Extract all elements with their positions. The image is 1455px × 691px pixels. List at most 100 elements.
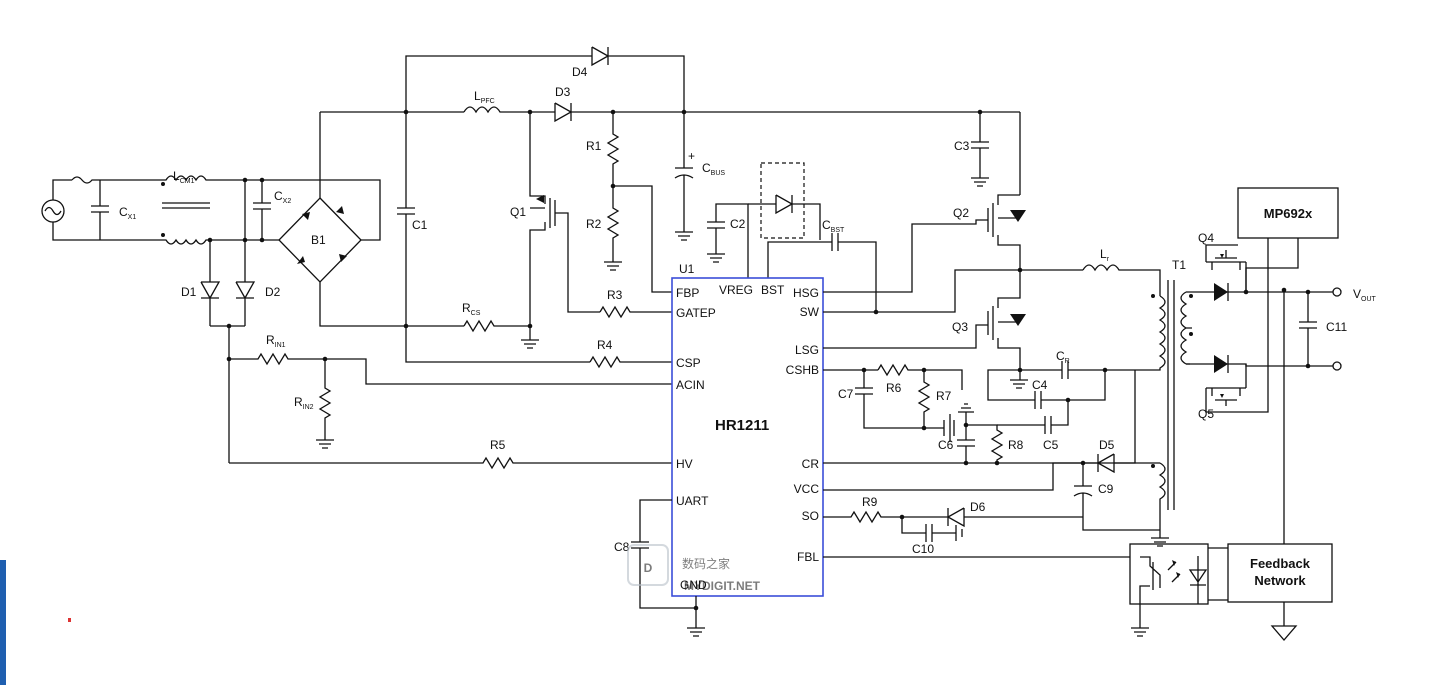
hr1211-ic: U1 HR1211 FBP GATEP CSP ACIN HV UART GND… <box>671 262 824 597</box>
r8-label: R8 <box>1008 438 1024 452</box>
mosfet-q5: Q5 <box>1186 238 1269 421</box>
pin-cr: CR <box>802 457 820 471</box>
capacitor-c11: C11 <box>1299 292 1347 366</box>
q5-label: Q5 <box>1198 407 1214 421</box>
watermark-cn: 数码之家 <box>682 556 730 571</box>
c4-label: C4 <box>1032 378 1048 392</box>
fuse <box>71 176 160 184</box>
diode-d1: D1 <box>181 240 221 326</box>
capacitor-c8: C8 <box>614 499 696 609</box>
feedback-line1: Feedback <box>1250 556 1311 571</box>
r6-label: R6 <box>886 381 902 395</box>
c11-label: C11 <box>1326 320 1347 334</box>
diode-d5: D5 <box>823 438 1160 491</box>
capacitor-c7: C7 <box>838 370 944 429</box>
q2-label: Q2 <box>953 206 969 220</box>
pin-vreg: VREG <box>719 283 753 297</box>
transformer-t1: T1 <box>1105 258 1193 510</box>
svg-text:+: + <box>688 149 695 163</box>
capacitor-c10: C10 <box>901 517 963 556</box>
cr-label: CR <box>1056 349 1070 365</box>
pin-lsg: LSG <box>795 343 819 357</box>
optocoupler <box>1129 543 1209 637</box>
pin-fbp: FBP <box>676 286 699 300</box>
pin-hsg: HSG <box>793 286 819 300</box>
q4-label: Q4 <box>1198 231 1214 245</box>
mosfet-q2: Q2 <box>823 194 1026 293</box>
r7-label: R7 <box>936 389 952 403</box>
svg-text:D: D <box>644 561 653 575</box>
bridge-rectifier-b1: B1 <box>278 197 362 283</box>
feedback-line2: Network <box>1254 573 1306 588</box>
r3-label: R3 <box>607 288 623 302</box>
pin-vcc: VCC <box>794 482 820 496</box>
watermark: D 数码之家 MYDIGIT.NET <box>627 544 761 593</box>
diode-d2: D2 <box>235 180 281 326</box>
pin-acin: ACIN <box>676 378 705 392</box>
c2-label: C2 <box>730 217 746 231</box>
resistor-rin1: RIN1 <box>229 333 672 385</box>
diode-d6: D6 <box>946 500 1083 528</box>
cx2-label: CX2 <box>274 189 291 205</box>
resistor-r7: R7 <box>917 370 952 428</box>
cbus-label: CBUS <box>702 161 725 177</box>
c7-label: C7 <box>838 387 854 401</box>
r4-label: R4 <box>597 338 613 352</box>
t1-label: T1 <box>1172 258 1186 272</box>
lpfc-label: LPFC <box>474 89 495 105</box>
feedback-network-block: Feedback Network <box>1227 543 1333 603</box>
cx1-label: CX1 <box>119 205 136 221</box>
diode-d3: D3 <box>554 85 1020 123</box>
resistor-r6: R6 <box>877 363 924 395</box>
pin-bst: BST <box>761 283 785 297</box>
pin-csp: CSP <box>676 356 701 370</box>
c3-label: C3 <box>954 139 970 153</box>
capacitor-c3: C3 <box>954 112 989 187</box>
pin-so: SO <box>802 509 819 523</box>
capacitor-c9: C9 <box>1073 463 1114 516</box>
side-title-fragment <box>0 560 6 685</box>
resistor-r1: R1 <box>586 112 620 186</box>
d2-label: D2 <box>265 285 281 299</box>
mosfet-q4: Q4 <box>1186 231 1247 301</box>
capacitor-cx1: CX1 <box>91 180 136 240</box>
ic-name: HR1211 <box>715 417 769 434</box>
capacitor-c1: C1 <box>397 112 590 363</box>
small-mark <box>68 618 71 622</box>
capacitor-cx2: CX2 <box>253 180 291 240</box>
mosfet-q1: Q1 <box>510 112 600 326</box>
ic-ref-label: U1 <box>679 262 695 276</box>
d5-label: D5 <box>1099 438 1115 452</box>
lr-label: Lr <box>1100 247 1110 263</box>
lcm1-label: LCM1 <box>173 169 195 185</box>
pin-gnd: GND <box>680 578 707 592</box>
r2-label: R2 <box>586 217 602 231</box>
r1-label: R1 <box>586 139 602 153</box>
resistor-r3: R3 <box>599 288 672 319</box>
watermark-en: MYDIGIT.NET <box>684 579 761 593</box>
resistor-r9: R9 <box>823 495 948 524</box>
capacitor-cbus: + CBUS <box>674 112 725 241</box>
c9-label: C9 <box>1098 482 1114 496</box>
mp692x-block: MP692x <box>1237 187 1339 239</box>
capacitor-c4: C4 <box>1032 370 1106 409</box>
c8-label: C8 <box>614 540 630 554</box>
c6-label: C6 <box>938 438 954 452</box>
pin-cshb: CSHB <box>786 363 819 377</box>
q3-label: Q3 <box>952 320 968 334</box>
resistor-r2: R2 <box>586 186 622 271</box>
inductor-lpfc: LPFC <box>463 89 555 114</box>
mp692x-label: MP692x <box>1264 206 1313 221</box>
d6-label: D6 <box>970 500 986 514</box>
pin-fbl: FBL <box>797 550 819 564</box>
rcs-label: RCS <box>462 301 481 317</box>
resistor-rin2: RIN2 <box>294 359 334 449</box>
cbst-label: CBST <box>822 218 845 234</box>
pin-gatep: GATEP <box>676 306 716 320</box>
vout-terminals: VOUT <box>1332 287 1377 371</box>
q1-label: Q1 <box>510 205 526 219</box>
b1-label: B1 <box>311 233 326 247</box>
ac-source <box>41 179 160 241</box>
mosfet-q3: Q3 <box>823 270 1026 380</box>
